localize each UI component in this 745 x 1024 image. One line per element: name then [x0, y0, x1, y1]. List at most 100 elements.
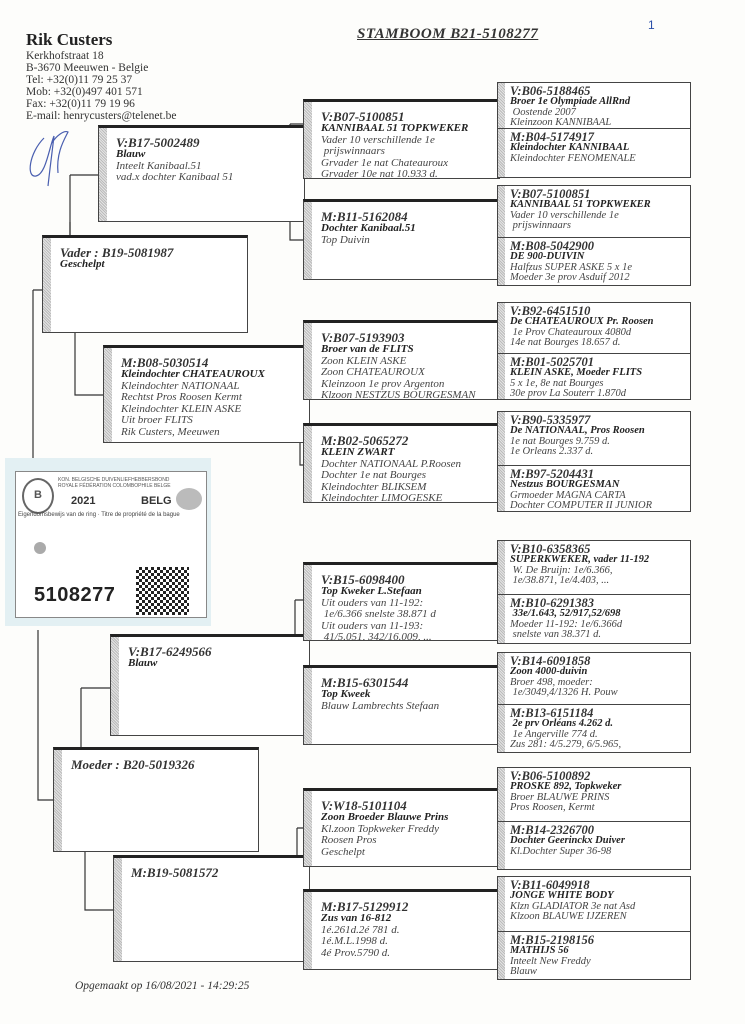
page-number: 1: [648, 18, 655, 32]
pigeon-note: Vader 10 verschillende 1e: [510, 209, 619, 221]
pigeon-ring-id: M:B97-5204431: [510, 467, 595, 481]
pigeon-note: Zoon CHATEAUROUX: [321, 366, 425, 378]
pigeon-note: 1e/3049,4/1326 H. Pouw: [510, 687, 618, 698]
pigeon-note: 1e/6.366 snelste 38.871 d: [321, 608, 436, 620]
pigeon-note: 1e nat Bourges 9.759 d.: [510, 435, 610, 447]
pigeon-ring-id: V:B90-5335977: [510, 413, 591, 427]
pigeon-note: Grvader 1e nat Chateauroux: [321, 156, 448, 169]
ring-country: BELG: [141, 495, 172, 507]
pigeon-note: 1e Angerville 774 d.: [510, 728, 598, 740]
pigeon-note: W. De Bruijn: 1e/6.366,: [510, 564, 613, 576]
pigeon-note: Kleindochter BLIKSEM: [321, 480, 427, 493]
pigeon-note: prijswinnaars: [510, 220, 571, 231]
pigeon-note: Kl.Dochter Super 36-98: [510, 845, 612, 857]
pigeon-ring-id: M:B08-5042900: [510, 239, 595, 253]
pigeon-note: 1e Prov Chateauroux 4080d: [510, 326, 632, 338]
pigeon-note: Uit ouders van 11-193:: [321, 619, 424, 632]
pigeon-ring-id: M:B15-6301544: [321, 675, 409, 690]
pigeon-ring-id: M:B04-5174917: [510, 130, 595, 144]
pigeon-ring-id: V:B10-6358365: [510, 542, 591, 556]
pigeon-ring-id: M:B08-5030514: [121, 355, 209, 370]
pigeon-note: Uit ouders van 11-192:: [321, 596, 424, 609]
pigeon-note: Dochter COMPUTER II JUNIOR: [510, 500, 653, 511]
pigeon-highlight: Zoon 4000-duivin: [510, 666, 588, 677]
pigeon-highlight: KANNIBAAL 51 TOPKWEKER: [321, 122, 469, 134]
pigeon-note: Moeder 11-192: 1e/6.366d: [510, 618, 623, 630]
address-line: B-3670 Meeuwen - Belgie: [26, 62, 149, 74]
pigeon-note: vad.x dochter Kanibaal 51: [116, 171, 234, 183]
pigeon-highlight: MATHIJS 56: [510, 945, 569, 956]
pigeon-highlight: 2e prv Orléans 4.262 d.: [510, 718, 613, 729]
pigeon-highlight: Top Kweker L.Stefaan: [321, 585, 422, 597]
qr-code: [136, 567, 189, 615]
page-title: STAMBOOM B21-5108277: [357, 26, 539, 42]
pigeon-ring-id: M:B11-5162084: [321, 209, 408, 224]
pigeon-note: Grvader 10e nat 10.933 d.: [321, 168, 438, 179]
pigeon-ring-id: V:B06-5188465: [510, 84, 591, 98]
pigeon-note: Kleinzoon KANNIBAAL: [510, 117, 612, 128]
breeder-address: Rik Custers Kerkhofstraat 18 B-3670 Meeu…: [26, 30, 176, 122]
kbdb-logo: B: [22, 478, 54, 514]
pigeon-note: 1e/38.871, 1e/4.403, ...: [510, 575, 610, 586]
pigeon-note: prijswinnaars: [321, 145, 385, 157]
pigeon-note: Zoon KLEIN ASKE: [321, 354, 407, 367]
pigeon-ring-id: Moeder : B20-5019326: [71, 757, 195, 772]
pigeon-highlight: De NATIONAAL, Pros Roosen: [510, 425, 645, 436]
mobile-line: Mob: +32(0)497 401 571: [26, 86, 143, 98]
pigeon-highlight: Nestzus BOURGESMAN: [510, 479, 620, 490]
email-line: E-mail: henrycusters@telenet.be: [26, 110, 177, 122]
pigeon-highlight: Kleindochter KANNIBAAL: [510, 142, 630, 153]
pigeon-ring-id: V:B07-5100851: [321, 109, 405, 124]
pigeon-note: 4é Prov.5790 d.: [321, 946, 391, 959]
pigeon-note: Kleindochter NATIONAAL: [121, 379, 240, 392]
pigeon-note: Rik Custers, Meeuwen: [121, 425, 220, 438]
pigeon-highlight: Zus van 16-812: [321, 912, 392, 924]
pigeon-highlight: 33e/1.643, 52/917,52/698: [510, 608, 621, 619]
pigeon-ring-id: V:B06-5100892: [510, 769, 591, 783]
pigeon-highlight: Geschelpt: [60, 258, 105, 270]
pigeon-note: Halfzus SUPER ASKE 5 x 1e: [510, 261, 633, 273]
pigeon-ring-id: V:B17-5002489: [116, 135, 200, 150]
pigeon-note: Pros Roosen, Kermt: [510, 802, 595, 813]
pigeon-note: 5 x 1e, 8e nat Bourges: [510, 377, 604, 389]
pigeon-highlight: Broer van de FLITS: [321, 343, 414, 355]
pigeon-note: Grmoeder MAGNA CARTA: [510, 489, 626, 501]
globe-logo-icon: [176, 488, 202, 510]
hologram-icon: [34, 542, 46, 554]
pigeon-highlight: Kleindochter CHATEAUROUX: [121, 368, 265, 380]
pigeon-highlight: PROSKE 892, Topkweker: [510, 781, 622, 792]
pigeon-note: Inteelt Kanibaal.51: [116, 159, 202, 172]
pigeon-ring-id: M:B14-2326700: [510, 823, 595, 837]
pigeon-note: 1é.M.L.1998 d.: [321, 935, 388, 947]
pigeon-note: Kleinzoon 1e prov Argenton: [321, 377, 445, 390]
pigeon-ring-id: V:W18-5101104: [321, 798, 407, 813]
pigeon-note: Vader 10 verschillende 1e: [321, 133, 435, 146]
pigeon-note: 1é.261d.2é 781 d.: [321, 923, 400, 936]
pigeon-ring-id: M:B01-5025701: [510, 355, 595, 369]
pigeon-ring-id: V:B15-6098400: [321, 572, 405, 587]
pigeon-ring-id: V:B07-5193903: [321, 330, 405, 345]
created-timestamp: Opgemaakt op 16/08/2021 - 14:29:25: [75, 980, 250, 992]
pigeon-ring-id: M:B10-6291383: [510, 596, 595, 610]
pigeon-ring-id: M:B02-5065272: [321, 433, 409, 448]
pigeon-highlight: Broer 1e Olympiade AllRnd: [510, 96, 631, 107]
